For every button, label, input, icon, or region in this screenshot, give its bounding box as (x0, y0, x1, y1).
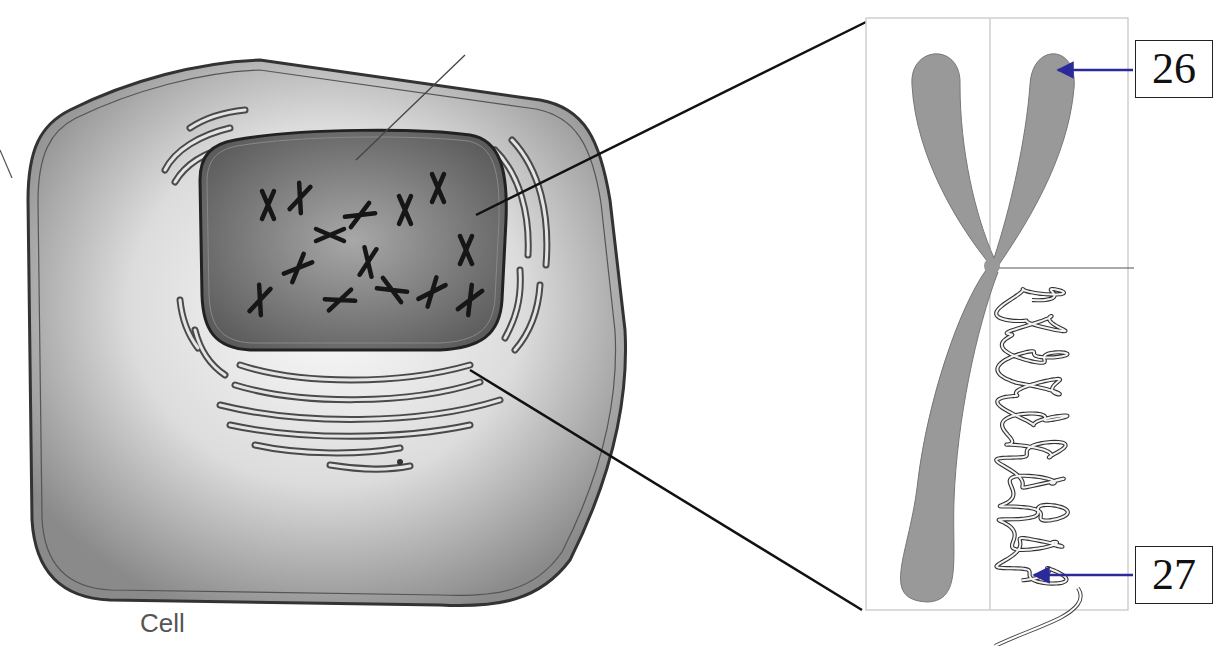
zoom-line (470, 370, 862, 610)
chromosomes (250, 174, 483, 315)
chromosome-icon (432, 174, 444, 202)
chromosome-icon (460, 236, 472, 264)
dna-strand (995, 588, 1081, 646)
chromosome-icon (290, 183, 311, 213)
callout-arrow (1058, 69, 1133, 72)
callout-box: 27 (1135, 546, 1213, 604)
panel-divider (990, 267, 1134, 268)
zoom-line (476, 22, 866, 215)
chromatid-arm (901, 270, 998, 602)
cell-membrane-inner (38, 70, 616, 595)
callout-number: 27 (1152, 553, 1196, 597)
chromatid-arm (994, 54, 1074, 266)
chromosome-icon (458, 285, 482, 315)
nuclear-envelope (207, 137, 499, 343)
chromatid-arm (912, 54, 994, 262)
callout-box: 26 (1135, 40, 1213, 98)
centromere (984, 258, 1000, 274)
chromosome-icon (345, 203, 375, 227)
stray-mark (0, 150, 12, 178)
chromosome-icon (325, 290, 355, 311)
callout-arrow (1034, 574, 1133, 577)
dna-strand (995, 588, 1081, 646)
chromosome-icon (418, 277, 445, 306)
cell-label: Cell (140, 608, 185, 639)
dna-coil (996, 289, 1068, 584)
chromosome-icon (360, 247, 377, 277)
chromosome-icon (377, 278, 407, 302)
chromosome-icon (250, 285, 271, 315)
callout-number: 26 (1152, 47, 1196, 91)
chromosome-icon (399, 196, 411, 224)
chromosome-icon (284, 254, 312, 282)
zoom-panel (866, 18, 1128, 610)
chromosome-icon (316, 229, 344, 241)
cell-membrane (28, 60, 626, 606)
dna-coil-line (996, 289, 1068, 584)
dna-coil-line (996, 289, 1068, 584)
nucleus (200, 130, 506, 350)
chromosome (901, 54, 1075, 602)
chromosome-icon (262, 191, 274, 219)
endoplasmic-reticulum (165, 110, 547, 469)
panel-divider (989, 18, 991, 610)
leader-line (356, 55, 465, 160)
